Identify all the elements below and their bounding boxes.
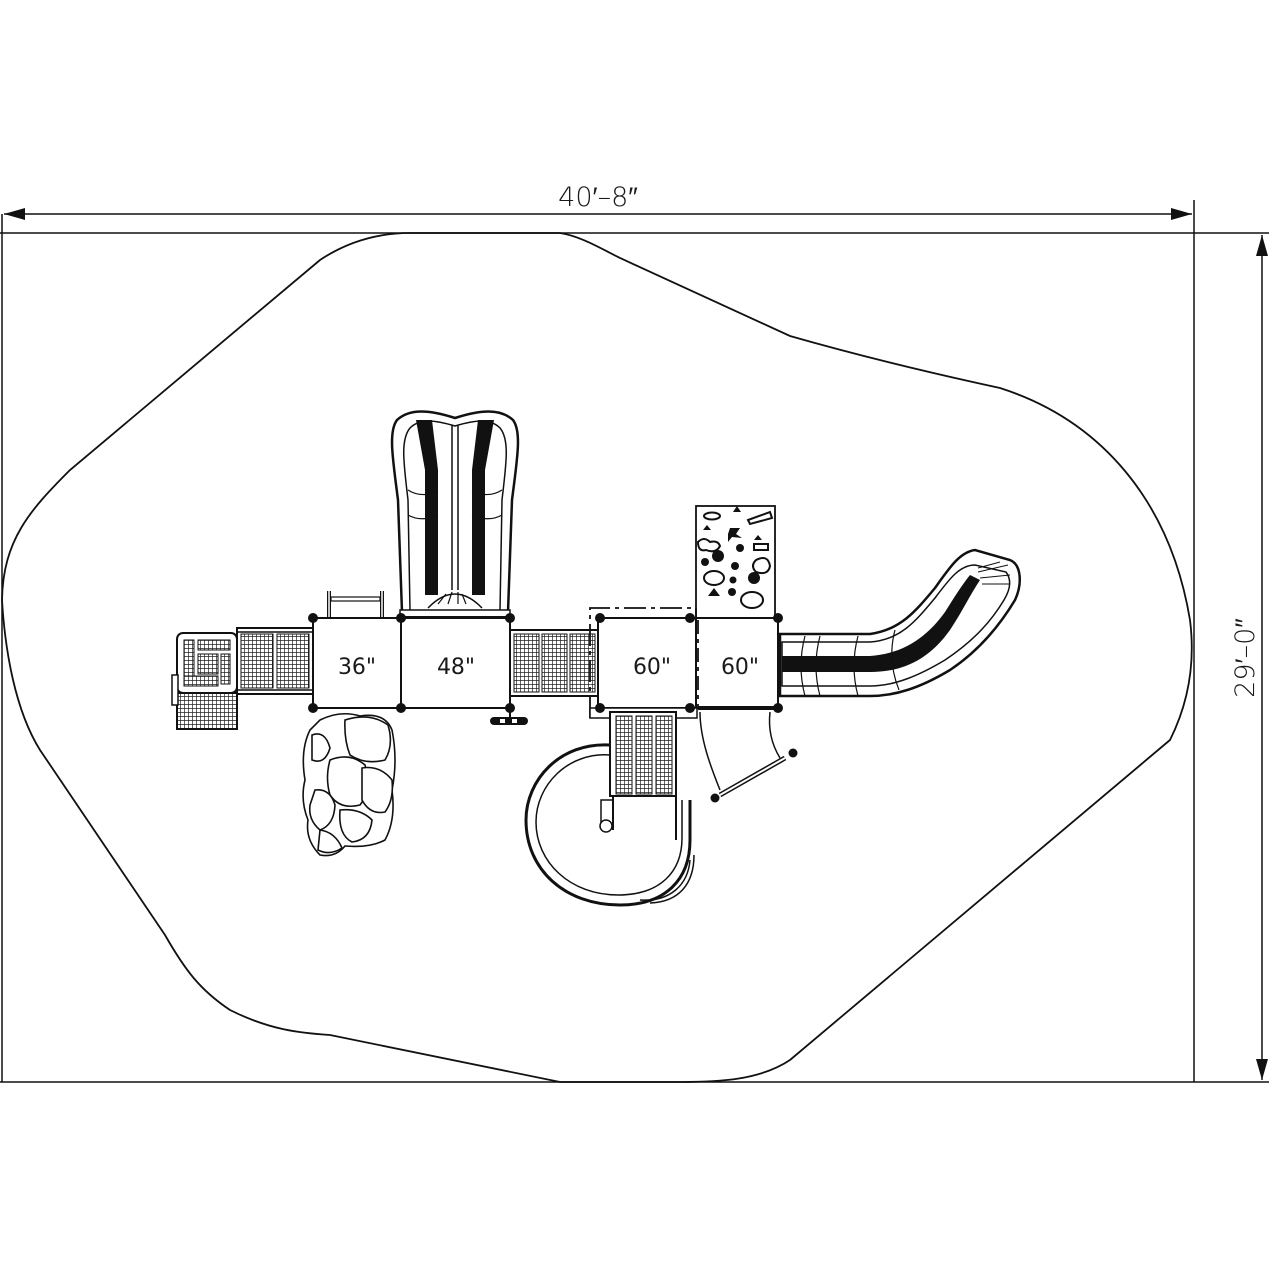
deck-36-label: 36" — [338, 655, 376, 680]
use-zone-boundary — [1, 232, 1193, 1083]
deck-36: 36" — [312, 617, 402, 709]
deck-60-left-label: 60" — [633, 655, 671, 680]
post — [505, 703, 515, 713]
bridge-center — [509, 629, 599, 697]
rock-climber — [302, 712, 396, 857]
post — [308, 613, 318, 623]
post — [773, 613, 783, 623]
width-label: 40′–8″ — [558, 182, 638, 213]
post — [685, 613, 695, 623]
climbing-wall-panel — [695, 505, 776, 619]
width-dimension: 40′–8″ — [1, 182, 1195, 1082]
handrail-ladder — [698, 706, 798, 803]
deck-48-label: 48" — [437, 655, 475, 680]
curved-tube-slide — [778, 548, 1021, 698]
post — [396, 613, 406, 623]
double-wave-slide — [390, 410, 520, 620]
bridge-left — [236, 627, 314, 695]
post — [505, 613, 515, 623]
deck-48: 48" — [400, 617, 511, 709]
post — [595, 613, 605, 623]
height-dimension: 29′–0″ — [0, 232, 1269, 1083]
deck-60-right: 60" — [695, 617, 779, 709]
posts — [308, 613, 783, 713]
post — [773, 703, 783, 713]
deck-60-right-label: 60" — [721, 655, 759, 680]
post — [396, 703, 406, 713]
stairs-down — [589, 707, 698, 797]
arch-ladder — [327, 591, 384, 617]
height-label: 29′–0″ — [1230, 618, 1261, 698]
post — [595, 703, 605, 713]
post — [685, 703, 695, 713]
transfer-platform-steps — [171, 632, 238, 730]
post — [308, 703, 318, 713]
spiral-slide — [524, 743, 695, 907]
deck-60-left: 60" — [589, 607, 697, 718]
